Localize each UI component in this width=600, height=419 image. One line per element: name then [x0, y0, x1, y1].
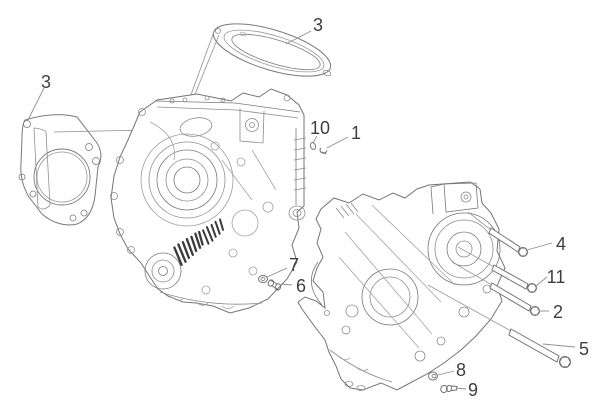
left-crankcase-details	[110, 94, 307, 309]
callout-label-3-top: 3	[313, 15, 323, 35]
tensioner-spring-large	[173, 230, 204, 266]
callout-label-4: 4	[556, 234, 566, 254]
callout-label-9: 9	[468, 380, 478, 400]
cylinder-base-gasket-drawing	[18, 114, 102, 226]
bolt-5-drawing	[427, 284, 572, 368]
bolt-4-drawing	[467, 211, 529, 257]
sealing-ring-part-7	[258, 275, 268, 283]
callout-label-3-left: 3	[41, 72, 51, 92]
callout-label-10: 10	[310, 118, 330, 138]
callout-label-5: 5	[579, 339, 589, 359]
small-clip-part-1	[319, 147, 328, 155]
right-crankcase-details	[311, 182, 501, 391]
plug-washer-part-8	[428, 371, 438, 381]
base-gasket-projection-line	[53, 129, 147, 133]
callout-label-8: 8	[456, 360, 466, 380]
callout-label-1: 1	[351, 123, 361, 143]
left-crankcase-half-drawing	[110, 88, 305, 314]
callout-leader-lines	[27, 30, 576, 390]
screw-part-9	[440, 384, 458, 394]
bolt-11-drawing	[457, 246, 538, 293]
callout-label-11: 11	[547, 267, 566, 287]
dowel-pin-part-6	[267, 279, 282, 291]
head-gasket-projection-lines	[187, 28, 220, 105]
right-crankcase-half-drawing	[297, 181, 506, 391]
callout-label-7: 7	[289, 255, 299, 275]
callout-label-6: 6	[296, 276, 306, 296]
callout-label-2: 2	[553, 302, 563, 322]
small-dowel-part-10	[309, 142, 317, 150]
tensioner-spring-small	[202, 218, 225, 245]
